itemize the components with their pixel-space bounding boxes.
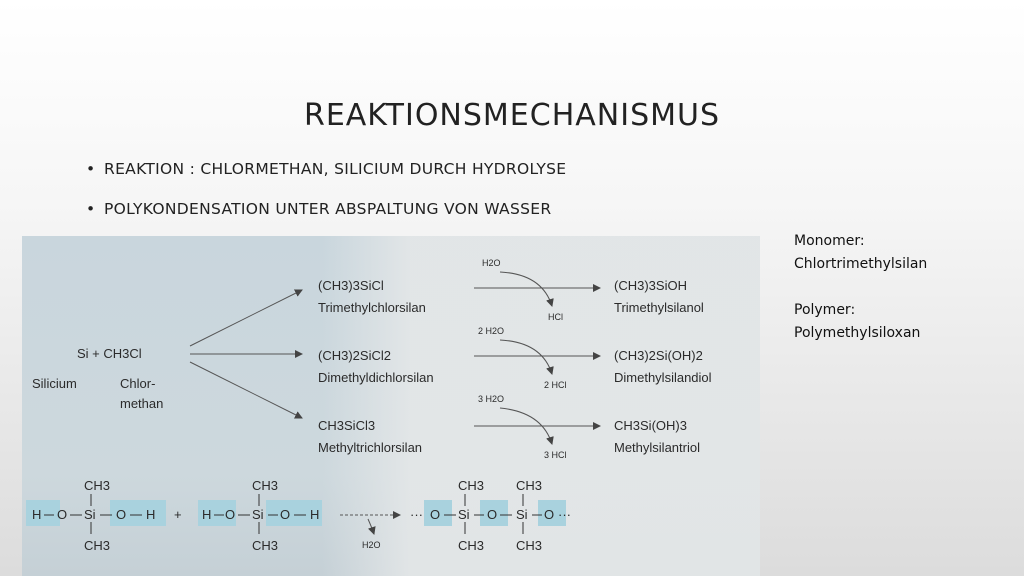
atom-o: O — [116, 507, 126, 522]
result-name: Dimethylsilandiol — [614, 370, 712, 385]
methyl-bottom: CH3 — [84, 538, 110, 553]
atom-o: O — [57, 507, 67, 522]
atom-si: Si — [458, 507, 470, 522]
chain-dots: ··· — [410, 507, 423, 522]
reactant-silicium: Silicium — [32, 376, 77, 391]
hcl-arrow — [499, 407, 554, 445]
water-label: 2 H2O — [478, 326, 504, 336]
atom-h: H — [146, 507, 155, 522]
slide-title: Reaktionsmechanismus — [303, 98, 721, 133]
result-formula: (CH3)2Si(OH)2 — [614, 348, 703, 363]
result-name: Trimethylsilanol — [614, 300, 704, 315]
reactant-chlor: Chlor- — [120, 376, 155, 391]
bullet-dot-icon: • — [86, 200, 96, 218]
hcl-arrow — [499, 271, 554, 307]
highlight-box — [538, 500, 566, 526]
atom-o: O — [280, 507, 290, 522]
product-formula: CH3SiCl3 — [318, 418, 375, 433]
atom-si: Si — [252, 507, 264, 522]
hcl-arrow — [499, 339, 554, 375]
hcl-label: 2 HCl — [544, 380, 567, 390]
bullet-item: • Polykondensation unter Abspaltung von W… — [86, 200, 566, 218]
bullet-text: Reaktion : Chlormethan, Silicium durch H… — [104, 160, 567, 178]
branch-arrow — [189, 361, 303, 419]
water-label: H2O — [362, 540, 381, 550]
product-name: Dimethyldichlorsilan — [318, 370, 434, 385]
water-arrow — [367, 518, 376, 535]
bullet-item: • Reaktion : Chlormethan, Silicium durch … — [86, 160, 566, 178]
methyl-top: CH3 — [84, 478, 110, 493]
side-notes: Monomer: Chlortrimethylsilan Polymer: Po… — [794, 230, 927, 345]
highlight-box — [110, 500, 166, 526]
atom-o: O — [487, 507, 497, 522]
product-name: Methyltrichlorsilan — [318, 440, 422, 455]
product-formula: (CH3)2SiCl2 — [318, 348, 391, 363]
highlight-box — [26, 500, 60, 526]
result-formula: (CH3)3SiOH — [614, 278, 687, 293]
monomer-label: Monomer: — [794, 233, 865, 249]
methyl-bottom: CH3 — [252, 538, 278, 553]
condensation-equation: H O Si O H CH3 CH3 + H O Si O H — [26, 478, 571, 553]
atom-o: O — [544, 507, 554, 522]
reaction-figure: Si + CH3Cl Silicium Chlor- methan (CH3)3… — [22, 236, 760, 576]
monomer-value: Chlortrimethylsilan — [794, 256, 928, 272]
water-label: H2O — [482, 258, 501, 268]
highlight-box — [480, 500, 508, 526]
product-formula: (CH3)3SiCl — [318, 278, 384, 293]
highlight-box — [198, 500, 236, 526]
atom-h: H — [202, 507, 211, 522]
atom-si: Si — [84, 507, 96, 522]
reaction-scheme: Si + CH3Cl Silicium Chlor- methan (CH3)3… — [26, 258, 712, 553]
methyl-bottom: CH3 — [516, 538, 542, 553]
polymer-label: Polymer: — [794, 302, 856, 318]
branch-arrow — [189, 289, 303, 347]
result-name: Methylsilantriol — [614, 440, 700, 455]
atom-o: O — [225, 507, 235, 522]
reactant-formula: Si + CH3Cl — [77, 346, 142, 361]
atom-h: H — [32, 507, 41, 522]
methyl-bottom: CH3 — [458, 538, 484, 553]
atom-h: H — [310, 507, 319, 522]
methyl-top: CH3 — [252, 478, 278, 493]
result-formula: CH3Si(OH)3 — [614, 418, 687, 433]
bullet-text: Polykondensation unter Abspaltung von Wa… — [104, 200, 552, 218]
highlight-box — [266, 500, 322, 526]
methyl-top: CH3 — [458, 478, 484, 493]
atom-si: Si — [516, 507, 528, 522]
bullet-dot-icon: • — [86, 160, 96, 178]
methyl-top: CH3 — [516, 478, 542, 493]
bullet-list: • Reaktion : Chlormethan, Silicium durch … — [86, 160, 566, 240]
hcl-label: 3 HCl — [544, 450, 567, 460]
atom-o: O — [430, 507, 440, 522]
reactant-methan: methan — [120, 396, 163, 411]
water-label: 3 H2O — [478, 394, 504, 404]
hcl-label: HCl — [548, 312, 563, 322]
plus-sign: + — [174, 507, 182, 522]
highlight-box — [424, 500, 452, 526]
product-name: Trimethylchlorsilan — [318, 300, 426, 315]
chain-dots: ··· — [558, 507, 571, 522]
polymer-value: Polymethylsiloxan — [794, 325, 921, 341]
